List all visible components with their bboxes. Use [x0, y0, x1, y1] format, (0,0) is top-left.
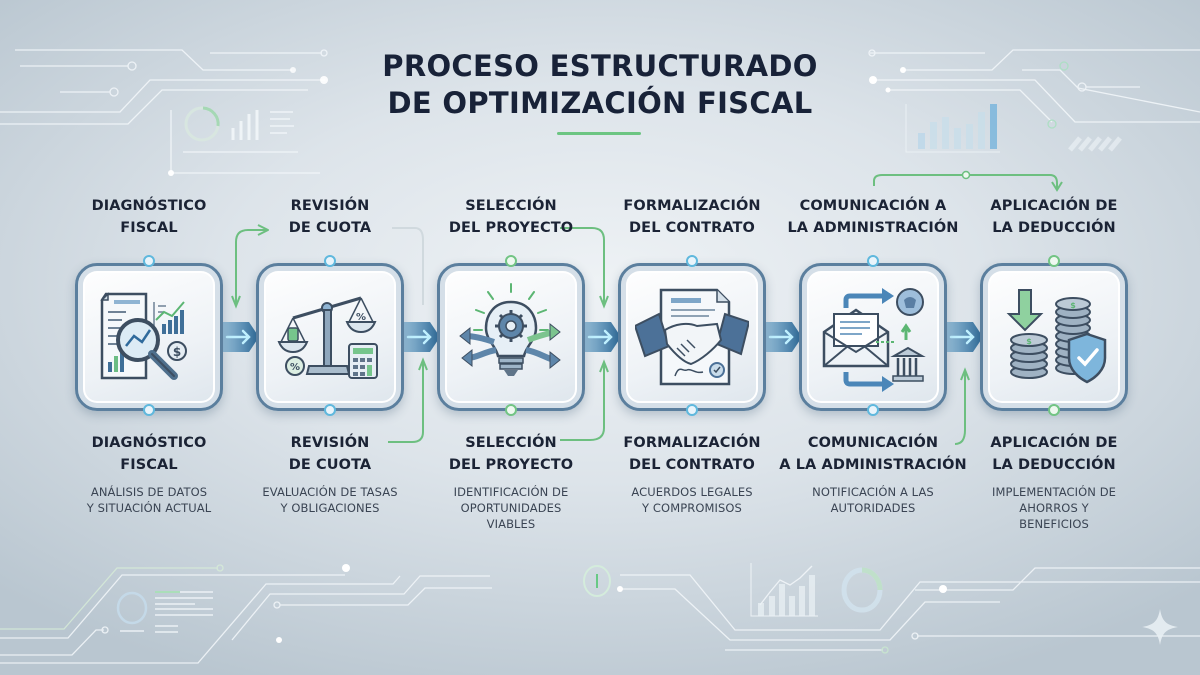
arrow-connector-4-5	[764, 322, 802, 352]
svg-text:%: %	[290, 362, 300, 373]
step-4-top-title-line-2: DEL CONTRATO	[629, 220, 755, 236]
step-1-description: ANÁLISIS DE DATOS Y SITUACIÓN ACTUAL	[54, 484, 244, 516]
sparkle-icon	[1142, 609, 1178, 645]
step-3-bottom-title-line-2: DEL PROYECTO	[448, 457, 574, 473]
step-6-card: $ $	[980, 263, 1128, 411]
step-4-desc-line-2: Y COMPROMISOS	[642, 501, 742, 515]
step-6-bottom-title-line-1: APLICACIÓN DE	[990, 435, 1118, 451]
envelope-government-icon	[822, 288, 926, 392]
step-5-bottom-title-line-1: COMUNICACIÓN	[807, 435, 939, 451]
step-3-bottom-node	[505, 404, 517, 416]
step-1-card: $	[75, 263, 223, 411]
step-5-top-title: COMUNICACIÓN A LA ADMINISTRACIÓN	[778, 195, 968, 239]
step-3-bottom-title: SELECCIÓN DEL PROYECTO	[416, 432, 606, 476]
step-3-desc-line-2: OPORTUNIDADES	[460, 501, 562, 515]
step-1-bottom-node	[143, 404, 155, 416]
step-5-top-title-line-1: COMUNICACIÓN A	[799, 198, 947, 214]
arrow-connector-5-6	[945, 322, 983, 352]
step-1-bottom-title-line-1: DIAGNÓSTICO	[91, 435, 207, 451]
page-title: PROCESO ESTRUCTURADO DE OPTIMIZACIÓN FIS…	[0, 48, 1200, 122]
step-6-top-title-line-2: LA DEDUCCIÓN	[992, 220, 1116, 236]
step-6-top-title: APLICACIÓN DE LA DEDUCCIÓN	[959, 195, 1149, 239]
step-2-top-node	[324, 255, 336, 267]
step-3-top-title: SELECCIÓN DEL PROYECTO	[416, 195, 606, 239]
step-1-top-node	[143, 255, 155, 267]
step-4-desc-line-1: ACUERDOS LEGALES	[631, 485, 753, 499]
step-1-bottom-title-line-2: FISCAL	[120, 457, 178, 473]
title-line-1: PROCESO ESTRUCTURADO	[382, 49, 818, 83]
arrow-connector-2-3	[402, 322, 440, 352]
step-3-card	[437, 263, 585, 411]
svg-text:$: $	[1026, 337, 1032, 346]
step-2-bottom-title: REVISIÓN DE CUOTA	[235, 432, 425, 476]
step-4-bottom-node	[686, 404, 698, 416]
title-line-2: DE OPTIMIZACIÓN FISCAL	[387, 86, 813, 120]
step-3-desc-line-3: VIABLES	[486, 517, 536, 531]
step-4-top-title: FORMALIZACIÓN DEL CONTRATO	[597, 195, 787, 239]
step-3-desc-line-1: IDENTIFICACIÓN DE	[453, 485, 569, 499]
step-4-bottom-title-line-2: DEL CONTRATO	[629, 457, 755, 473]
step-6-desc-line-3: BENEFICIOS	[1019, 517, 1089, 531]
step-5-description: NOTIFICACIÓN A LAS AUTORIDADES	[778, 484, 968, 516]
step-3-top-node	[505, 255, 517, 267]
step-5-card	[799, 263, 947, 411]
step-4-description: ACUERDOS LEGALES Y COMPROMISOS	[597, 484, 787, 516]
step-5-bottom-title: COMUNICACIÓN A LA ADMINISTRACIÓN	[778, 432, 968, 476]
svg-text:%: %	[356, 312, 366, 323]
document-magnifier-chart-icon: $	[100, 292, 187, 380]
step-2-bottom-title-line-1: REVISIÓN	[290, 435, 370, 451]
scale-calculator-icon: % %	[277, 296, 378, 379]
step-1-desc-line-1: ANÁLISIS DE DATOS	[90, 485, 208, 499]
step-2-top-title: REVISIÓN DE CUOTA	[235, 195, 425, 239]
step-3-top-title-line-2: DEL PROYECTO	[448, 220, 574, 236]
step-4-top-title-line-1: FORMALIZACIÓN	[623, 198, 761, 214]
step-6-bottom-node	[1048, 404, 1060, 416]
step-1-top-title-line-1: DIAGNÓSTICO	[91, 198, 207, 214]
svg-text:$: $	[1070, 301, 1076, 310]
step-3-description: IDENTIFICACIÓN DE OPORTUNIDADES VIABLES	[416, 484, 606, 532]
step-4-bottom-title: FORMALIZACIÓN DEL CONTRATO	[597, 432, 787, 476]
coins-shield-icon: $ $	[1006, 289, 1107, 384]
step-4-card	[618, 263, 766, 411]
step-6-bottom-title-line-2: LA DEDUCCIÓN	[992, 457, 1116, 473]
step-5-bottom-node	[867, 404, 879, 416]
step-2-bottom-node	[324, 404, 336, 416]
step-6-desc-line-1: IMPLEMENTACIÓN DE	[991, 485, 1117, 499]
step-6-top-node	[1048, 255, 1060, 267]
svg-text:$: $	[173, 345, 181, 359]
step-3-top-title-line-1: SELECCIÓN	[465, 198, 557, 214]
step-2-top-title-line-2: DE CUOTA	[288, 220, 372, 236]
step-5-top-node	[867, 255, 879, 267]
step-1-top-title-line-2: FISCAL	[120, 220, 178, 236]
step-3-bottom-title-line-1: SELECCIÓN	[465, 435, 557, 451]
step-4-top-node	[686, 255, 698, 267]
arrow-connector-1-2	[221, 322, 259, 352]
step-2-desc-line-2: Y OBLIGACIONES	[280, 501, 380, 515]
step-2-card: % %	[256, 263, 404, 411]
step-1-desc-line-2: Y SITUACIÓN ACTUAL	[86, 501, 212, 515]
step-2-description: EVALUACIÓN DE TASAS Y OBLIGACIONES	[235, 484, 425, 516]
title-underline	[557, 132, 641, 135]
step-1-top-title: DIAGNÓSTICO FISCAL	[54, 195, 244, 239]
step-6-top-title-line-1: APLICACIÓN DE	[990, 198, 1118, 214]
step-6-description: IMPLEMENTACIÓN DE AHORROS Y BENEFICIOS	[959, 484, 1149, 532]
step-4-bottom-title-line-1: FORMALIZACIÓN	[623, 435, 761, 451]
step-5-desc-line-2: AUTORIDADES	[830, 501, 916, 515]
lightbulb-gear-arrows-icon	[459, 283, 561, 376]
step-5-bottom-title-line-2: A LA ADMINISTRACIÓN	[779, 457, 967, 473]
step-5-desc-line-1: NOTIFICACIÓN A LAS	[812, 485, 934, 499]
step-5-top-title-line-2: LA ADMINISTRACIÓN	[787, 220, 959, 236]
step-6-bottom-title: APLICACIÓN DE LA DEDUCCIÓN	[959, 432, 1149, 476]
step-2-desc-line-1: EVALUACIÓN DE TASAS	[262, 485, 398, 499]
step-1-bottom-title: DIAGNÓSTICO FISCAL	[54, 432, 244, 476]
step-6-desc-line-2: AHORROS Y	[1019, 501, 1089, 515]
handshake-contract-icon	[635, 288, 749, 386]
step-2-bottom-title-line-2: DE CUOTA	[288, 457, 372, 473]
step-2-top-title-line-1: REVISIÓN	[290, 198, 370, 214]
arrow-connector-3-4	[583, 322, 621, 352]
